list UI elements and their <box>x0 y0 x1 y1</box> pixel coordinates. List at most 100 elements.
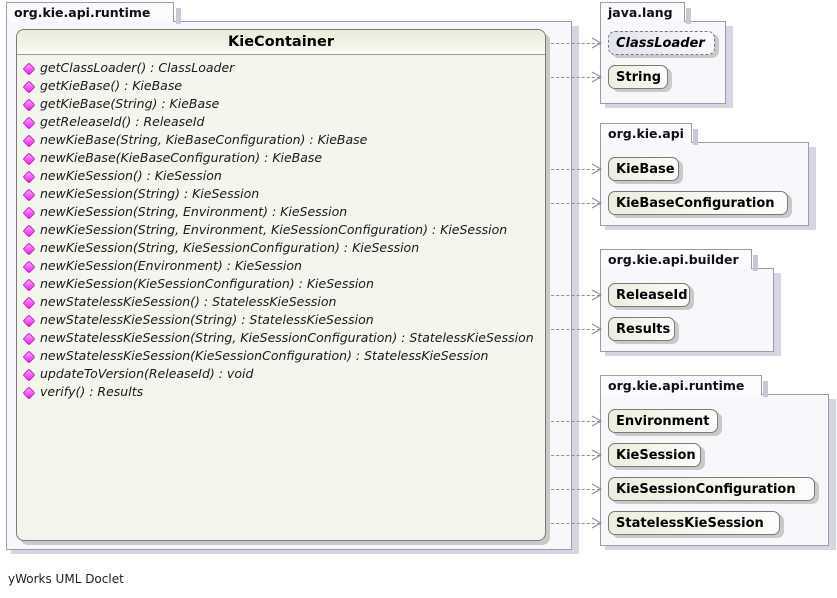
class-node-label: Results <box>616 321 671 337</box>
method-signature: getKieBase(String) : KieBase <box>40 96 220 111</box>
class-node-kiesession[interactable]: KieSession <box>608 443 701 467</box>
method-row[interactable]: updateToVersion(ReleaseId) : void <box>17 365 545 383</box>
method-signature: newStatelessKieSession(String) : Statele… <box>40 312 374 327</box>
class-kiecontainer[interactable]: KieContainer getClassLoader() : ClassLoa… <box>16 29 546 541</box>
method-signature: newKieBase(KieBaseConfiguration) : KieBa… <box>40 150 323 165</box>
package-tab-org-kie-api-builder[interactable]: org.kie.api.builder <box>600 249 752 269</box>
dependency-line-environment <box>546 421 600 422</box>
method-icon <box>24 189 35 200</box>
package-tab-shadow <box>763 381 768 397</box>
package-tab-shadow <box>176 8 181 24</box>
class-node-kiebase[interactable]: KieBase <box>608 157 679 181</box>
method-row[interactable]: getReleaseId() : ReleaseId <box>17 113 545 131</box>
class-node-label: ClassLoader <box>616 35 705 51</box>
method-row[interactable]: newKieSession(String) : KieSession <box>17 185 545 203</box>
method-signature: newKieSession(KieSessionConfiguration) :… <box>40 276 374 291</box>
method-icon <box>24 135 35 146</box>
class-title-kiecontainer: KieContainer <box>17 30 545 55</box>
method-icon <box>24 333 35 344</box>
package-tab-org-kie-api[interactable]: org.kie.api <box>600 123 692 143</box>
method-row[interactable]: newKieSession(String, Environment, KieSe… <box>17 221 545 239</box>
method-row[interactable]: getClassLoader() : ClassLoader <box>17 59 545 77</box>
method-row[interactable]: newKieSession(String, KieSessionConfigur… <box>17 239 545 257</box>
method-row[interactable]: newKieSession(Environment) : KieSession <box>17 257 545 275</box>
method-row[interactable]: newKieSession() : KieSession <box>17 167 545 185</box>
class-node-label: KieSessionConfiguration <box>616 481 796 497</box>
method-row[interactable]: newKieBase(String, KieBaseConfiguration)… <box>17 131 545 149</box>
package-tab-java-lang[interactable]: java.lang <box>600 2 685 22</box>
dependency-line-kiesession <box>546 455 600 456</box>
dependency-line-kiebase <box>546 169 600 170</box>
method-signature: newKieSession(String, KieSessionConfigur… <box>40 240 420 255</box>
method-row[interactable]: newKieSession(String, Environment) : Kie… <box>17 203 545 221</box>
method-row[interactable]: newKieSession(KieSessionConfiguration) :… <box>17 275 545 293</box>
class-node-label: ReleaseId <box>616 287 688 303</box>
method-signature: newKieSession(String) : KieSession <box>40 186 260 201</box>
method-signature: getKieBase() : KieBase <box>40 78 183 93</box>
method-icon <box>24 63 35 74</box>
method-signature: newStatelessKieSession(KieSessionConfigu… <box>40 348 489 363</box>
method-icon <box>24 207 35 218</box>
class-node-label: String <box>616 69 662 85</box>
method-icon <box>24 171 35 182</box>
class-node-environment[interactable]: Environment <box>608 409 718 433</box>
method-signature: newKieSession(String, Environment) : Kie… <box>40 204 348 219</box>
class-node-label: Environment <box>616 413 710 429</box>
method-icon <box>24 315 35 326</box>
method-icon <box>24 387 35 398</box>
method-row[interactable]: newKieBase(KieBaseConfiguration) : KieBa… <box>17 149 545 167</box>
method-row[interactable]: newStatelessKieSession() : StatelessKieS… <box>17 293 545 311</box>
class-node-label: KieBaseConfiguration <box>616 195 775 211</box>
footer-credit: yWorks UML Doclet <box>8 572 124 586</box>
method-row[interactable]: newStatelessKieSession(String, KieSessio… <box>17 329 545 347</box>
method-icon <box>24 153 35 164</box>
method-list: getClassLoader() : ClassLoader getKieBas… <box>17 55 545 401</box>
class-node-results[interactable]: Results <box>608 317 675 341</box>
method-signature: newKieBase(String, KieBaseConfiguration)… <box>40 132 368 147</box>
method-icon <box>24 225 35 236</box>
class-node-kiesessionconfiguration[interactable]: KieSessionConfiguration <box>608 477 815 501</box>
package-tab-shadow <box>686 8 691 24</box>
method-icon <box>24 243 35 254</box>
method-row[interactable]: verify() : Results <box>17 383 545 401</box>
method-icon <box>24 117 35 128</box>
package-tab-org-kie-api-runtime[interactable]: org.kie.api.runtime <box>600 375 762 395</box>
class-node-classloader[interactable]: ClassLoader <box>608 31 715 55</box>
dependency-line-statelesskiesession <box>546 523 600 524</box>
method-row[interactable]: newStatelessKieSession(String) : Statele… <box>17 311 545 329</box>
class-node-string[interactable]: String <box>608 65 668 89</box>
dependency-line-kiesessionconfiguration <box>546 489 600 490</box>
method-signature: newKieSession(String, Environment, KieSe… <box>40 222 508 237</box>
dependency-line-results <box>546 329 600 330</box>
method-signature: getClassLoader() : ClassLoader <box>40 60 235 75</box>
package-tab-main[interactable]: org.kie.api.runtime <box>6 2 174 22</box>
class-node-statelesskiesession[interactable]: StatelessKieSession <box>608 511 780 535</box>
class-node-label: KieSession <box>616 447 696 463</box>
dependency-line-string <box>546 77 600 78</box>
class-node-label: KieBase <box>616 161 675 177</box>
dependency-line-releaseid <box>546 295 600 296</box>
method-icon <box>24 261 35 272</box>
method-row[interactable]: getKieBase() : KieBase <box>17 77 545 95</box>
method-row[interactable]: newStatelessKieSession(KieSessionConfigu… <box>17 347 545 365</box>
method-signature: newStatelessKieSession(String, KieSessio… <box>40 330 534 345</box>
method-signature: verify() : Results <box>40 384 144 399</box>
method-icon <box>24 351 35 362</box>
method-signature: newStatelessKieSession() : StatelessKieS… <box>40 294 337 309</box>
class-node-label: StatelessKieSession <box>616 515 764 531</box>
dependency-line-kiebaseconfiguration <box>546 203 600 204</box>
class-node-releaseid[interactable]: ReleaseId <box>608 283 690 307</box>
method-icon <box>24 369 35 380</box>
method-icon <box>24 297 35 308</box>
method-icon <box>24 279 35 290</box>
method-icon <box>24 81 35 92</box>
class-node-kiebaseconfiguration[interactable]: KieBaseConfiguration <box>608 191 788 215</box>
method-signature: updateToVersion(ReleaseId) : void <box>40 366 254 381</box>
method-icon <box>24 99 35 110</box>
method-signature: getReleaseId() : ReleaseId <box>40 114 205 129</box>
method-row[interactable]: getKieBase(String) : KieBase <box>17 95 545 113</box>
method-signature: newKieSession(Environment) : KieSession <box>40 258 302 273</box>
package-tab-shadow <box>753 255 758 271</box>
dependency-line-classloader <box>546 43 600 44</box>
